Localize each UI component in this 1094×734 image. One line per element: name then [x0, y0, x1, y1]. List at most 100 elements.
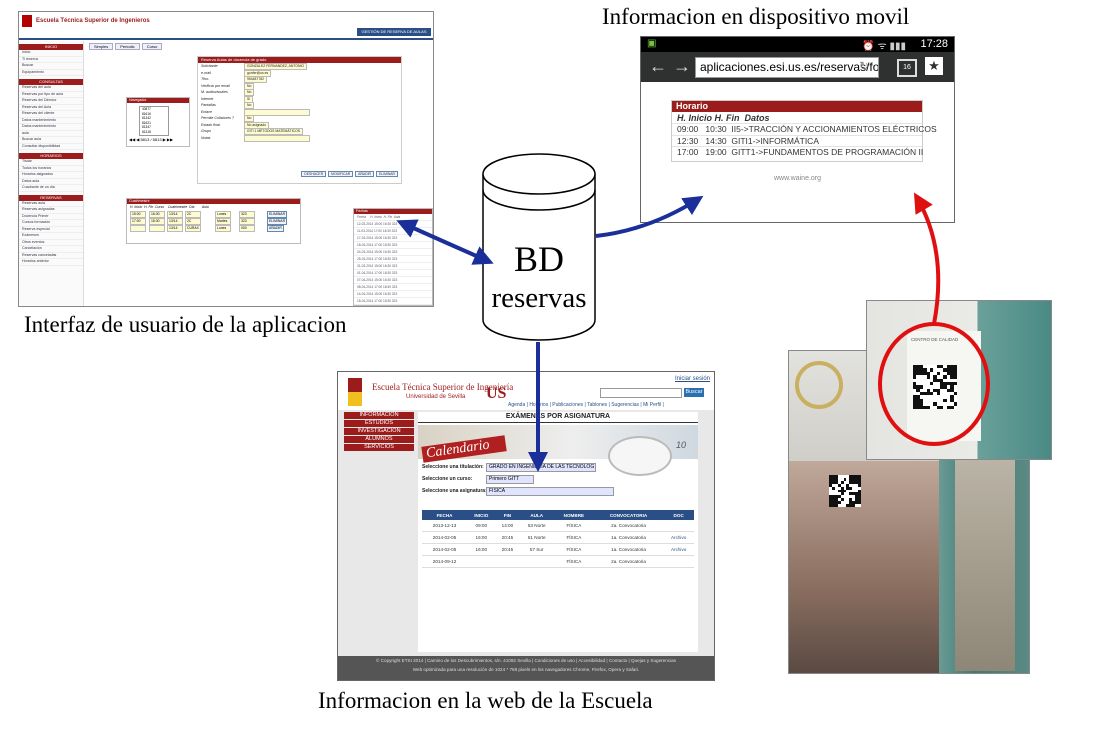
cuatrimestre-row-button[interactable]: ELIMINAR — [267, 218, 288, 225]
cuatrimestre-cell[interactable]: 2C — [185, 218, 201, 225]
tab-curso[interactable]: Curso — [141, 43, 163, 50]
sidebar-item[interactable]: Exámenes — [19, 233, 83, 240]
navigator-item[interactable]: 40877 — [142, 107, 151, 111]
exam-file-link[interactable]: Archivo — [663, 531, 694, 544]
sidebar-item[interactable]: Equipamiento — [19, 70, 83, 76]
sidebar-item[interactable]: Reservas del cliente — [19, 111, 83, 118]
search-input[interactable] — [600, 388, 682, 398]
navigator-pager[interactable]: ◀◀ ◀ 5813 / 5813 ▶ ▶▶ — [129, 137, 174, 142]
sidebar-item[interactable]: Inicio — [19, 50, 83, 57]
mobile-footer[interactable]: www.waine.org — [773, 175, 822, 182]
cuatrimestre-row-button[interactable]: ELIMINAR — [267, 211, 288, 218]
form-value[interactable]: GONZALEZ FERNANDEZ, ANTONIO — [244, 63, 308, 70]
cuatrimestre-cell[interactable]: Lunes — [215, 211, 231, 218]
cuatrimestre-cell[interactable] — [149, 225, 165, 232]
web-menu-item[interactable]: SERVICIOS — [344, 444, 414, 451]
schedule-data: GITT1->FUNDAMENTOS DE PROGRAMACIÓN II — [731, 147, 924, 157]
schedule-headers: H. Inicio H. Fin Datos — [677, 113, 770, 123]
navigator-item[interactable]: 81342 — [142, 116, 151, 121]
sidebar-item[interactable]: Datos mantenimiento — [19, 118, 83, 124]
cuatrimestre-cell[interactable]: 16:30 — [149, 211, 165, 218]
schedule-end: 14:30 — [705, 135, 727, 146]
back-icon[interactable]: ← — [649, 56, 667, 76]
navigator-item[interactable]: 81616 — [142, 111, 151, 116]
sidebar-item[interactable]: Datos aula — [19, 179, 83, 185]
sidebar-item[interactable]: Docencia Primer — [19, 214, 83, 220]
cuatrimestre-cell[interactable] — [130, 225, 146, 232]
web-menu-item[interactable]: ALUMNOS — [344, 436, 414, 443]
form-button[interactable]: ELIMINAR — [375, 171, 398, 177]
web-menu-item[interactable]: ESTUDIOS — [344, 420, 414, 427]
sidebar-item[interactable]: Reservas del aula — [19, 85, 83, 92]
sidebar-item[interactable]: Consultar disponibilidad — [19, 144, 83, 150]
sidebar-item[interactable]: Buscar — [19, 63, 83, 70]
sidebar-item[interactable]: Todos los horarios — [19, 166, 83, 172]
sidebar-item[interactable]: Otros eventos — [19, 240, 83, 246]
exams-table-cell: 2014-02-05 — [422, 531, 468, 544]
sidebar-item[interactable]: Datos mantenimiento — [19, 124, 83, 131]
sidebar-item[interactable]: Cancelación — [19, 246, 83, 253]
sidebar-item[interactable]: Horarios asignados — [19, 172, 83, 179]
cuatrimestre-cell[interactable]: Martes — [215, 218, 231, 225]
tab-periodic[interactable]: Periodic — [115, 43, 140, 50]
sidebar-item[interactable]: Reservas aula — [19, 201, 83, 207]
exams-table-cell: FÍSICA — [554, 520, 594, 532]
sidebar-item[interactable]: Cursos formación — [19, 220, 83, 227]
sidebar-item[interactable]: Reservas por tipo de aula — [19, 92, 83, 98]
exam-file-link[interactable]: Archivo — [663, 543, 694, 556]
form-value[interactable] — [244, 108, 310, 116]
cuatrimestre-cell[interactable]: 18:30 — [149, 218, 165, 225]
subject-select[interactable]: FÍSICA — [486, 487, 614, 496]
form-button[interactable]: MODIFICAR — [328, 171, 354, 177]
cuatrimestre-cell[interactable]: 13/14 — [167, 225, 183, 232]
cuatrimestre-cell[interactable]: 2C — [185, 211, 201, 218]
navigator-item[interactable]: 81621 — [142, 120, 151, 125]
sidebar-item[interactable]: Reservas del Director — [19, 98, 83, 105]
cuatrimestre-cell[interactable]: 000 — [239, 225, 255, 232]
form-value[interactable]: 954487782 — [244, 76, 267, 83]
sidebar-item[interactable]: Ti reserva — [19, 57, 83, 63]
database-label-1: BD — [513, 239, 564, 279]
sidebar-item[interactable]: Titular — [19, 159, 83, 166]
signal-icon: ⏰ ᯤ ▮▮▮ — [862, 41, 906, 52]
form-button[interactable]: DESHACER — [301, 171, 327, 177]
login-link[interactable]: Iniciar sesión — [675, 376, 711, 382]
dates-row: 12-03-2014 15:00 16:30 323 — [354, 221, 432, 228]
forward-icon[interactable]: → — [673, 56, 691, 76]
navigator-item[interactable]: 81318 — [142, 129, 151, 134]
sidebar-item[interactable]: Horarios anterior — [19, 259, 83, 266]
cuatrimestre-cell[interactable]: 323 — [239, 211, 255, 218]
web-menu-item[interactable]: INVESTIGACIÓN — [344, 428, 414, 435]
sidebar-item[interactable]: Buscar aula — [19, 137, 83, 144]
tab-simples[interactable]: Simples — [89, 43, 114, 50]
cuatrimestre-cell[interactable]: Lunes — [215, 225, 231, 232]
sidebar-item[interactable]: Reservas asignadas — [19, 207, 83, 214]
cuatrimestre-cell[interactable]: 13/14 — [167, 211, 183, 218]
search-button[interactable]: Buscar — [684, 388, 704, 397]
navigator-item[interactable]: 81347 — [142, 125, 151, 130]
cuatrimestre-cell[interactable]: CURAX — [185, 225, 201, 232]
tabs-icon[interactable]: 16 — [897, 59, 917, 77]
form-value[interactable] — [244, 134, 310, 142]
sidebar-item[interactable]: aula — [19, 131, 83, 137]
bookmark-icon[interactable]: ★ — [925, 57, 943, 75]
sidebar-item[interactable]: Cuadrante de un día — [19, 185, 83, 192]
url-field[interactable]: aplicaciones.esi.us.es/reservas/form.php… — [695, 57, 879, 78]
cuatrimestre-cell[interactable]: 17:00 — [130, 218, 146, 225]
cuatrimestre-cell[interactable]: 13/14 — [167, 218, 183, 225]
web-menu-item[interactable]: INFORMACIÓN — [344, 412, 414, 419]
reservation-management-button[interactable]: GESTIÓN DE RESERVA DE AULAS — [357, 28, 431, 36]
reload-icon[interactable]: ↻ — [859, 59, 870, 73]
sidebar-item[interactable]: Reserva especial — [19, 227, 83, 233]
cuatrimestre-cell[interactable]: 323 — [239, 218, 255, 225]
cuatrimestre-row-button[interactable]: AÑADIR — [267, 225, 284, 232]
form-button[interactable]: AÑADIR — [355, 171, 374, 177]
top-links[interactable]: Agenda | Horarios | Publicaciones | Tabl… — [508, 402, 664, 408]
web-brand[interactable]: Escuela Técnica Superior de Ingeniería — [372, 382, 514, 392]
course-select[interactable]: Primero GITT — [486, 475, 534, 484]
cuatrimestre-cell[interactable]: 15:00 — [130, 211, 146, 218]
sidebar-item[interactable]: Reservas del Aula — [19, 105, 83, 111]
sidebar-item[interactable]: Reservas canceladas — [19, 253, 83, 259]
